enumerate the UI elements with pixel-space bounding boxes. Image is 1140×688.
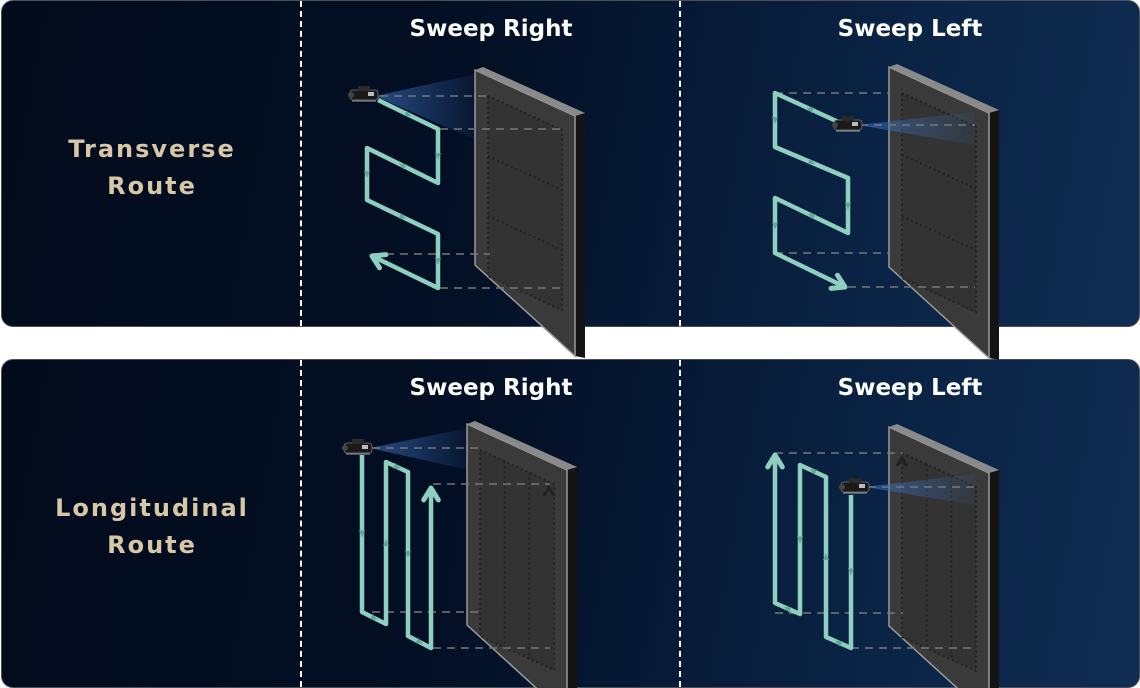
- route-arrowhead: [828, 272, 848, 291]
- flight-route: [364, 97, 441, 291]
- drone-top: [358, 86, 370, 91]
- direction-marker: [364, 171, 370, 178]
- wall-inner-zone: [901, 451, 977, 673]
- direction-marker: [398, 212, 407, 219]
- row-label-line1: Longitudinal: [55, 494, 249, 522]
- row-label-line2: Route: [107, 531, 197, 559]
- wall-inner-zone: [487, 94, 563, 312]
- direction-marker: [797, 536, 803, 544]
- wall-arrow-icon: [895, 455, 909, 467]
- sweep-right-title: Sweep Right: [409, 16, 573, 42]
- drone-top: [849, 478, 861, 483]
- direction-marker: [848, 568, 854, 576]
- direction-marker: [435, 153, 441, 160]
- wall-side: [989, 110, 999, 360]
- camera-beam: [370, 428, 468, 470]
- row-label-line1: Transverse: [68, 135, 236, 163]
- drone-icon: [342, 439, 373, 455]
- direction-marker: [393, 463, 401, 469]
- direction-marker: [772, 117, 778, 124]
- camera-beam: [858, 112, 975, 145]
- wall-side: [567, 467, 577, 688]
- direction-marker: [398, 163, 407, 170]
- wall-grid-line: [901, 153, 977, 190]
- drone-camera: [852, 122, 858, 126]
- direction-marker: [807, 158, 816, 165]
- drone-icon: [832, 116, 863, 132]
- drone-camera: [368, 92, 374, 96]
- direction-marker: [783, 606, 792, 613]
- divider: [679, 1, 681, 326]
- wall-top-edge: [889, 424, 999, 473]
- direction-marker: [403, 110, 412, 117]
- divider: [679, 360, 681, 687]
- drone-camera: [859, 484, 865, 488]
- route-arrowhead: [765, 452, 785, 470]
- sweep-left-title: Sweep Left: [837, 16, 983, 42]
- row-label: Transverse Route: [2, 131, 302, 205]
- drone-thruster: [839, 484, 845, 490]
- drone-icon: [839, 478, 870, 494]
- direction-marker: [772, 222, 778, 230]
- drone-icon: [348, 86, 379, 102]
- drone-thruster: [832, 122, 838, 128]
- wall-grid-line: [487, 215, 563, 251]
- drone-thruster: [348, 92, 354, 98]
- wall-side: [575, 113, 585, 358]
- row-label-line2: Route: [107, 172, 197, 200]
- drone-camera: [362, 445, 368, 449]
- wall-grid-line: [901, 215, 977, 252]
- divider: [300, 360, 302, 687]
- direction-marker: [807, 213, 816, 220]
- direction-marker: [809, 469, 817, 475]
- drone-thruster: [342, 445, 348, 451]
- drone-top: [842, 116, 854, 121]
- wall: [888, 64, 999, 360]
- sweep-right-title: Sweep Right: [409, 375, 573, 401]
- direction-marker: [806, 107, 814, 113]
- direction-marker: [359, 530, 365, 538]
- wall-top-edge: [889, 64, 999, 113]
- direction-marker: [823, 553, 829, 560]
- direction-marker: [405, 551, 411, 558]
- wall-top-edge: [467, 421, 577, 470]
- camera-beam: [375, 74, 476, 140]
- direction-marker: [369, 613, 378, 620]
- wall: [466, 421, 577, 688]
- direction-marker: [383, 539, 389, 546]
- wall-side: [989, 470, 999, 688]
- direction-marker: [415, 637, 424, 644]
- camera-beam: [865, 474, 975, 505]
- wall: [474, 67, 585, 358]
- direction-marker: [834, 640, 843, 647]
- wall-inner-zone: [901, 91, 977, 314]
- direction-marker: [845, 202, 851, 210]
- drone-top: [352, 439, 364, 444]
- wall-arrow-icon: [542, 485, 556, 497]
- row-label: Longitudinal Route: [2, 490, 302, 564]
- wall-top-edge: [475, 67, 585, 116]
- divider: [300, 1, 302, 326]
- flight-route: [772, 455, 854, 651]
- wall-grid-line: [487, 155, 563, 191]
- sweep-left-title: Sweep Left: [837, 375, 983, 401]
- direction-marker: [435, 258, 441, 265]
- route-arrowhead: [421, 485, 441, 503]
- wall-inner-zone: [479, 448, 555, 672]
- route-arrowhead: [369, 252, 389, 271]
